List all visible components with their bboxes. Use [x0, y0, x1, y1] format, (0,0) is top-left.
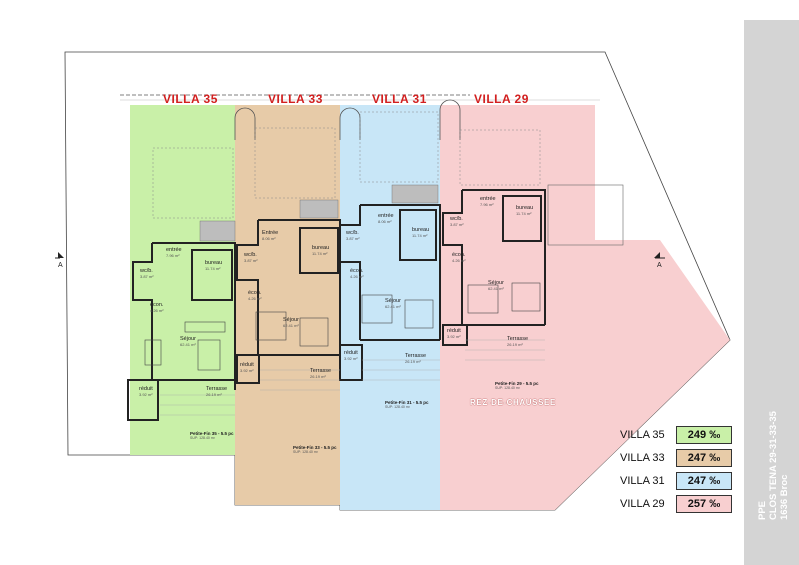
- share-legend: VILLA 35 249 ‰ VILLA 33 247 ‰ VILLA 31 2…: [620, 425, 732, 517]
- zone-villa-29: [440, 105, 730, 510]
- floor-label: REZ-DE-CHAUSSEE: [470, 398, 556, 407]
- legend-villa-name: VILLA 33: [620, 452, 665, 464]
- room-econ: écon.4.26 m²: [150, 302, 164, 313]
- room-econ: écon.4.26 m²: [350, 268, 364, 279]
- legend-row-villa-31: VILLA 31 247 ‰: [620, 471, 732, 493]
- legend-share-box: 247 ‰: [676, 472, 732, 490]
- room-econ: écon.4.26 m²: [248, 290, 262, 301]
- villa-35-title: VILLA 35: [163, 92, 218, 106]
- title-strip: [744, 20, 799, 565]
- legend-share-box: 247 ‰: [676, 449, 732, 467]
- villa-31-title: VILLA 31: [372, 92, 427, 106]
- villa-33-title: VILLA 33: [268, 92, 323, 106]
- villa-33-walls: [236, 219, 341, 384]
- section-mark-right: A: [657, 262, 662, 269]
- zone-villa-31: [340, 105, 440, 510]
- villa-29-walls: [442, 189, 546, 346]
- room-wc: wc/b.3.87 m²: [450, 216, 464, 227]
- legend-share-box: 249 ‰: [676, 426, 732, 444]
- room-wc: wc/b.3.87 m²: [244, 252, 258, 263]
- villa-29-title: VILLA 29: [474, 92, 529, 106]
- legend-row-villa-35: VILLA 35 249 ‰: [620, 425, 732, 447]
- legend-row-villa-33: VILLA 33 247 ‰: [620, 448, 732, 470]
- section-mark-left: A: [58, 262, 63, 269]
- villa-31-walls: [339, 204, 441, 381]
- legend-villa-name: VILLA 31: [620, 475, 665, 487]
- project-title: PPE CLOS TENA 29-31-33-35 1636 Broc: [757, 411, 790, 520]
- room-econ: écon.4.26 m²: [452, 252, 466, 263]
- legend-villa-name: VILLA 35: [620, 429, 665, 441]
- legend-villa-name: VILLA 29: [620, 498, 665, 510]
- legend-row-villa-29: VILLA 29 257 ‰: [620, 494, 732, 516]
- zone-villa-35: [130, 105, 235, 455]
- legend-share-box: 257 ‰: [676, 495, 732, 513]
- plan-date: 02.03.2023: [588, 513, 624, 520]
- villa-35-walls: [127, 242, 236, 421]
- room-wc: wc/b.3.87 m²: [346, 230, 360, 241]
- room-wc: wc/b.3.87 m²: [140, 268, 154, 279]
